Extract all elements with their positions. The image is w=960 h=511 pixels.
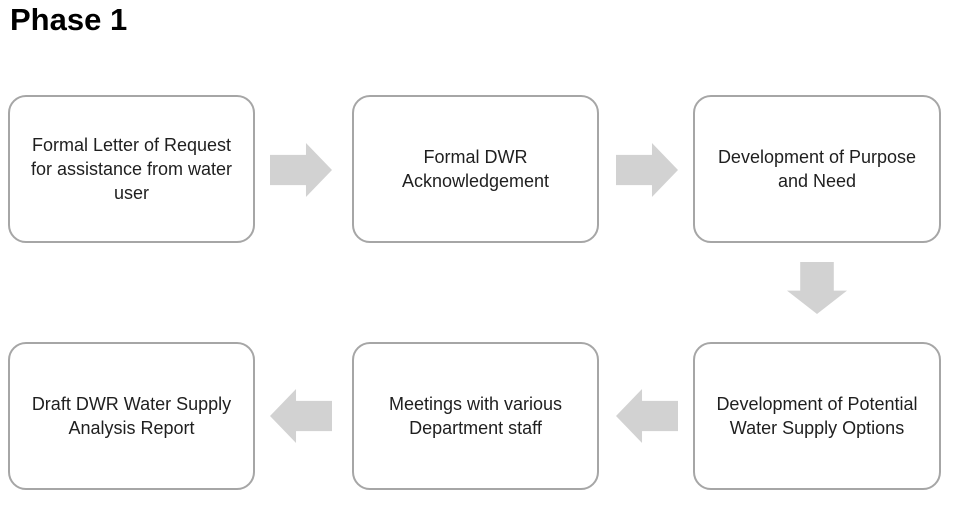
- flow-node-development-of-purpose-and-need: Development of Purpose and Need: [693, 95, 941, 243]
- flow-node-label: Formal DWR Acknowledgement: [401, 146, 550, 191]
- flow-node-formal-letter-of-request: Formal Letter of Request for assistance …: [8, 95, 255, 243]
- flow-arrow-left-1: [616, 389, 678, 443]
- flow-node-label: Development of Purpose and Need: [717, 146, 917, 191]
- flow-node-meetings-with-department-staff: Meetings with various Department staff: [352, 342, 599, 490]
- flow-arrow-right-1: [270, 143, 332, 197]
- flow-node-potential-water-supply-options: Development of Potential Water Supply Op…: [693, 342, 941, 490]
- flow-node-label: Meetings with various Department staff: [388, 393, 563, 438]
- flow-node-formal-dwr-acknowledgement: Formal DWR Acknowledgement: [352, 95, 599, 243]
- flow-arrow-down: [787, 262, 847, 314]
- page-title: Phase 1: [10, 2, 128, 37]
- flow-node-label: Draft DWR Water Supply Analysis Report: [31, 393, 232, 438]
- flow-node-label: Formal Letter of Request for assistance …: [30, 134, 233, 204]
- flow-node-label: Development of Potential Water Supply Op…: [716, 393, 918, 438]
- flow-arrow-left-2: [270, 389, 332, 443]
- flow-arrow-right-2: [616, 143, 678, 197]
- flow-node-draft-water-supply-analysis-report: Draft DWR Water Supply Analysis Report: [8, 342, 255, 490]
